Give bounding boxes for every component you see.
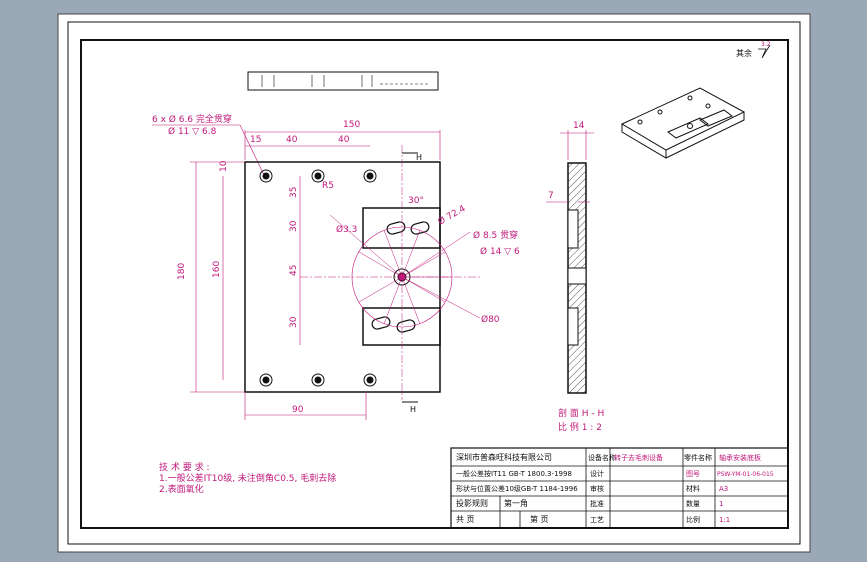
tb-material: A3 [719, 485, 728, 493]
dim-40b: 40 [338, 135, 350, 145]
tb-drawing-label: 零件名称 [684, 453, 712, 462]
dim-10: 10 [219, 160, 229, 172]
roughness-label: 其余 [736, 48, 752, 58]
tb-approve: 批准 [590, 499, 604, 508]
drawing-frame [80, 39, 789, 529]
dim-cbore: Ø 14 ▽ 6 [480, 246, 520, 257]
dim-thru: Ø 8.5 贯穿 [473, 229, 518, 241]
tb-total: 共 页 [456, 515, 475, 524]
section-label-2: 比 例 1 : 2 [558, 421, 602, 433]
dim-r5: R5 [322, 181, 334, 191]
tech-req-title: 技 术 要 求 : [159, 461, 209, 473]
section-marker-bottom: H [410, 405, 416, 414]
dim-15: 15 [250, 135, 261, 145]
tb-proj: 投影规则 [456, 498, 488, 508]
tech-req-line-2: 2.表面氧化 [159, 483, 204, 495]
hole-callout: 6 x Ø 6.6 完全贯穿 Ø 11 ▽ 6.8 [152, 113, 265, 176]
tb-drawing-no-label: 图号 [686, 470, 700, 478]
tb-drawing-value: 轴承安装底板 [719, 453, 761, 462]
drawing-border [67, 21, 801, 545]
tb-drawing-no: PSW-YM-01-06-015 [717, 471, 774, 478]
tech-req-line-1: 1.一般公差IT10级, 未注倒角C0.5, 毛刺去除 [159, 472, 336, 484]
tb-sheet: 第 页 [530, 514, 549, 524]
section-view [546, 130, 594, 394]
dim-3-3: Ø3.3 [336, 224, 357, 235]
dim-30-angle: 30° [408, 196, 424, 206]
top-dimensions [244, 130, 441, 160]
tb-craft: 工艺 [590, 516, 604, 524]
tb-scale: 1:1 [719, 516, 730, 524]
tb-material-label: 材料 [686, 484, 700, 493]
tb-part-name-value: 转子去毛刺设备 [614, 453, 663, 462]
dim-150: 150 [343, 120, 360, 130]
tb-qty: 1 [719, 500, 723, 508]
technical-requirements: 技 术 要 求 : 1.一般公差IT10级, 未注倒角C0.5, 毛刺去除 2.… [159, 461, 336, 495]
dim-45: 45 [289, 265, 299, 276]
dim-30a: 30 [289, 220, 299, 232]
dim-7: 7 [548, 191, 554, 201]
tb-tol1: 一般公差按IT11 GB-T 1800.3-1998 [456, 469, 572, 478]
dim-14: 14 [573, 121, 585, 131]
tb-check: 审核 [590, 484, 604, 493]
tb-company: 深圳市普森旺科技有限公司 [456, 452, 552, 462]
roughness-value: 3.2 [761, 41, 771, 48]
tb-qty-label: 数量 [686, 499, 700, 508]
dim-40a: 40 [286, 135, 298, 145]
tb-tol2: 形状与位置公差10级GB-T 1184-1996 [456, 484, 578, 493]
tb-part-name-label: 设备名称 [588, 453, 616, 462]
front-view [244, 145, 481, 400]
dim-30b: 30 [289, 316, 299, 328]
dim-80: Ø80 [481, 314, 500, 325]
hole-callout-1: 6 x Ø 6.6 完全贯穿 [152, 113, 232, 125]
dim-180: 180 [177, 263, 187, 280]
title-block [450, 447, 789, 529]
left-dimensions [190, 161, 367, 420]
hole-callout-2: Ø 11 ▽ 6.8 [168, 126, 217, 137]
roughness-note: 其余 3.2 [736, 41, 771, 59]
drawing-sheet [57, 13, 811, 553]
dim-160: 160 [212, 261, 222, 278]
tb-design: 设计 [590, 469, 604, 478]
dim-35: 35 [289, 187, 299, 198]
tb-first-angle: 第一角 [504, 498, 528, 508]
section-marker-top: H [416, 153, 422, 162]
top-view [247, 71, 439, 91]
section-label-1: 剖 面 H - H [558, 407, 604, 419]
isometric-view [620, 87, 746, 159]
tb-scale-label: 比例 [686, 515, 700, 524]
dim-90: 90 [292, 405, 304, 415]
